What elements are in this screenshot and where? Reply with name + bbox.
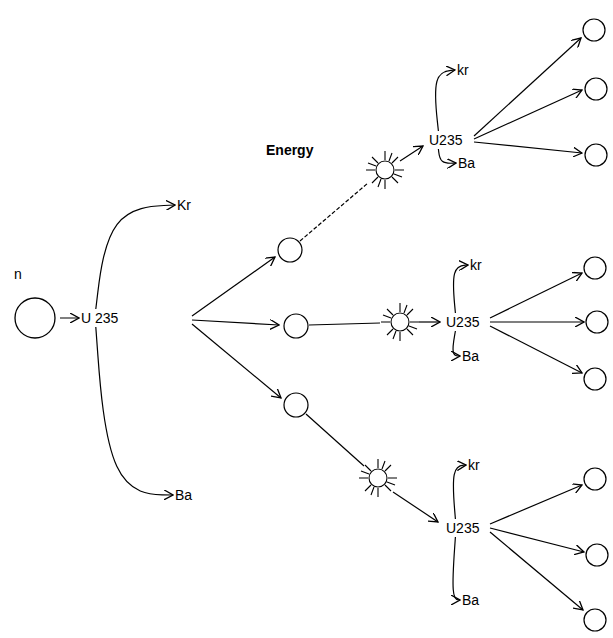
- isotope-label: U 235: [79, 309, 121, 327]
- isotope-label: U235: [444, 519, 482, 537]
- energy-burst: [359, 459, 397, 497]
- product-node: Kr: [175, 196, 193, 214]
- isotope-node: U235: [444, 313, 482, 331]
- product-node: kr: [466, 456, 482, 474]
- product-node: kr: [468, 256, 484, 274]
- reaction-arrow: [453, 465, 466, 519]
- neutron-arrow: [490, 273, 582, 318]
- product-node: kr: [455, 61, 471, 79]
- product-node: Ba: [173, 486, 195, 504]
- product-label: Ba: [456, 154, 478, 172]
- neutron-circle: [585, 144, 607, 166]
- neutron-label: n: [10, 266, 60, 282]
- neutron-circle: [586, 311, 608, 333]
- neutron-arrow: [474, 90, 582, 139]
- neutron-arrow: [490, 485, 582, 524]
- neutron-circle: [284, 314, 308, 338]
- neutron-arrow: [490, 528, 584, 552]
- burst-core: [391, 313, 409, 331]
- neutron-circle: [584, 609, 606, 631]
- neutron-arrow: [490, 321, 584, 322]
- neutron-arrow: [490, 326, 582, 373]
- product-node: Ba: [460, 591, 482, 609]
- reaction-arrow: [453, 265, 468, 313]
- neutrons: [278, 19, 608, 631]
- product-label: Kr: [175, 196, 193, 214]
- neutron-circle: [284, 393, 308, 417]
- product-label: kr: [455, 61, 471, 79]
- burst-core: [376, 161, 394, 179]
- energy-burst: [381, 303, 419, 341]
- burst-rays: [359, 459, 397, 497]
- reaction-arrow: [453, 331, 460, 356]
- neutron-arrow: [192, 324, 281, 398]
- neutron-arrow: [192, 320, 279, 325]
- neutron-arrow: [490, 532, 583, 610]
- product-label: Ba: [460, 347, 482, 365]
- neutron-circle: n: [10, 266, 60, 340]
- neutron-circle: [583, 19, 605, 41]
- reaction-arrow: [96, 205, 175, 309]
- neutron-circle: [278, 238, 302, 262]
- energy-label: Energy: [266, 142, 313, 158]
- isotope-node: U235: [427, 131, 465, 149]
- neutron-circle: [585, 78, 607, 100]
- energy-bursts: [359, 151, 419, 497]
- isotope-node: U 235: [79, 309, 121, 327]
- neutron-circle: [584, 257, 606, 279]
- burst-arrow: [393, 492, 438, 522]
- isotope-label: U235: [427, 131, 465, 149]
- reaction-arrow: [453, 537, 460, 600]
- product-node: Ba: [456, 154, 478, 172]
- product-label: kr: [466, 456, 482, 474]
- reaction-arrow: [436, 70, 455, 131]
- product-label: kr: [468, 256, 484, 274]
- reaction-arrow: [438, 149, 456, 163]
- energy-burst: [366, 151, 404, 189]
- burst-rays: [381, 303, 419, 341]
- neutron-path: [306, 414, 364, 466]
- burst-rays: [366, 151, 404, 189]
- neutron-arrow: [192, 257, 275, 316]
- neutron-arrow: [474, 38, 581, 136]
- neutron-path: [309, 323, 380, 325]
- neutron-arrows: [192, 38, 584, 610]
- burst-arrow: [419, 321, 440, 322]
- product-label: Ba: [173, 486, 195, 504]
- isotope-node: U235: [444, 519, 482, 537]
- product-node: Ba: [460, 347, 482, 365]
- burst-arrow: [400, 146, 423, 161]
- product-label: Ba: [460, 591, 482, 609]
- isotope-label: U235: [444, 313, 482, 331]
- neutron-circle: [584, 368, 606, 390]
- neutron-path: [300, 183, 368, 241]
- neutron-circle: [584, 468, 606, 490]
- neutron-circle-shape: [15, 298, 55, 338]
- burst-core: [369, 469, 387, 487]
- reaction-arrow: [96, 327, 173, 495]
- reaction-arrow: [60, 317, 79, 318]
- neutron-arrow: [474, 142, 582, 153]
- neutron-circle: [586, 544, 608, 566]
